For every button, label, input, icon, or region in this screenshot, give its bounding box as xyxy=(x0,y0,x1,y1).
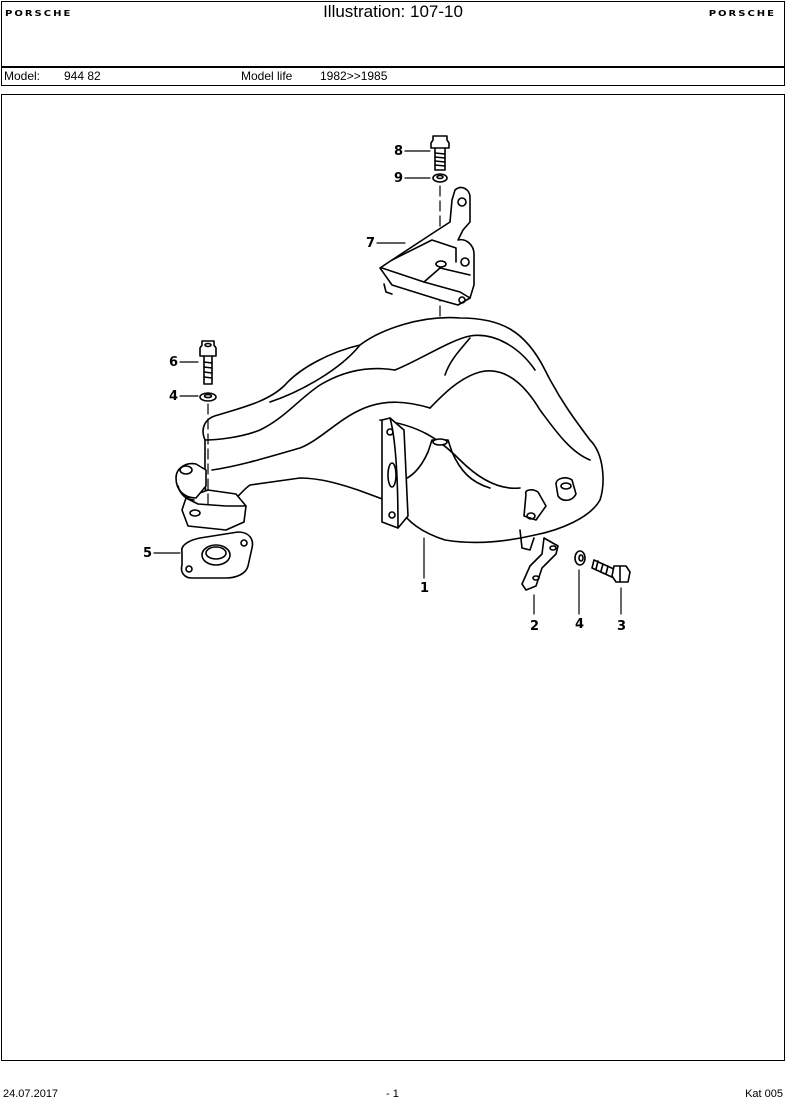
footer-page-number: - 1 xyxy=(386,1088,399,1100)
callout-6: 6 xyxy=(169,355,178,370)
model-life-label: Model life xyxy=(241,69,293,83)
part-3-bolt xyxy=(591,559,631,583)
header-divider xyxy=(1,66,785,68)
callout-4-right: 4 xyxy=(575,617,584,632)
model-value: 944 82 xyxy=(64,69,101,83)
footer-catalog: Kat 005 xyxy=(745,1088,783,1100)
illustration-frame xyxy=(1,94,785,1061)
part-6-bolt xyxy=(199,340,217,385)
part-2-clip xyxy=(521,537,559,591)
part-5-gasket xyxy=(180,531,254,579)
callout-3: 3 xyxy=(617,619,626,634)
callout-9: 9 xyxy=(394,171,403,186)
model-life-value: 1982>>1985 xyxy=(320,69,388,83)
callout-4-left: 4 xyxy=(169,389,178,404)
exploded-parts-diagram: 8 9 7 6 4 5 1 2 4 3 xyxy=(143,135,631,634)
footer-date: 24.07.2017 xyxy=(3,1088,59,1100)
callout-2: 2 xyxy=(530,619,539,634)
porsche-logo-right: PORSCHE xyxy=(708,10,776,19)
callout-1: 1 xyxy=(420,581,429,596)
porsche-logo-left: PORSCHE xyxy=(5,10,73,19)
part-9-washer xyxy=(432,173,448,183)
page-title: Illustration: 107-10 xyxy=(323,2,463,21)
model-bar xyxy=(1,68,785,86)
callout-5: 5 xyxy=(143,546,152,561)
part-1-manifold xyxy=(175,316,604,579)
part-7-bracket xyxy=(379,186,475,306)
part-4-washer-left xyxy=(199,392,217,402)
model-label: Model: xyxy=(4,69,41,83)
part-4-washer-right xyxy=(574,550,586,566)
callout-8: 8 xyxy=(394,144,403,159)
callout-7: 7 xyxy=(366,236,375,251)
part-8-bolt xyxy=(430,135,450,171)
